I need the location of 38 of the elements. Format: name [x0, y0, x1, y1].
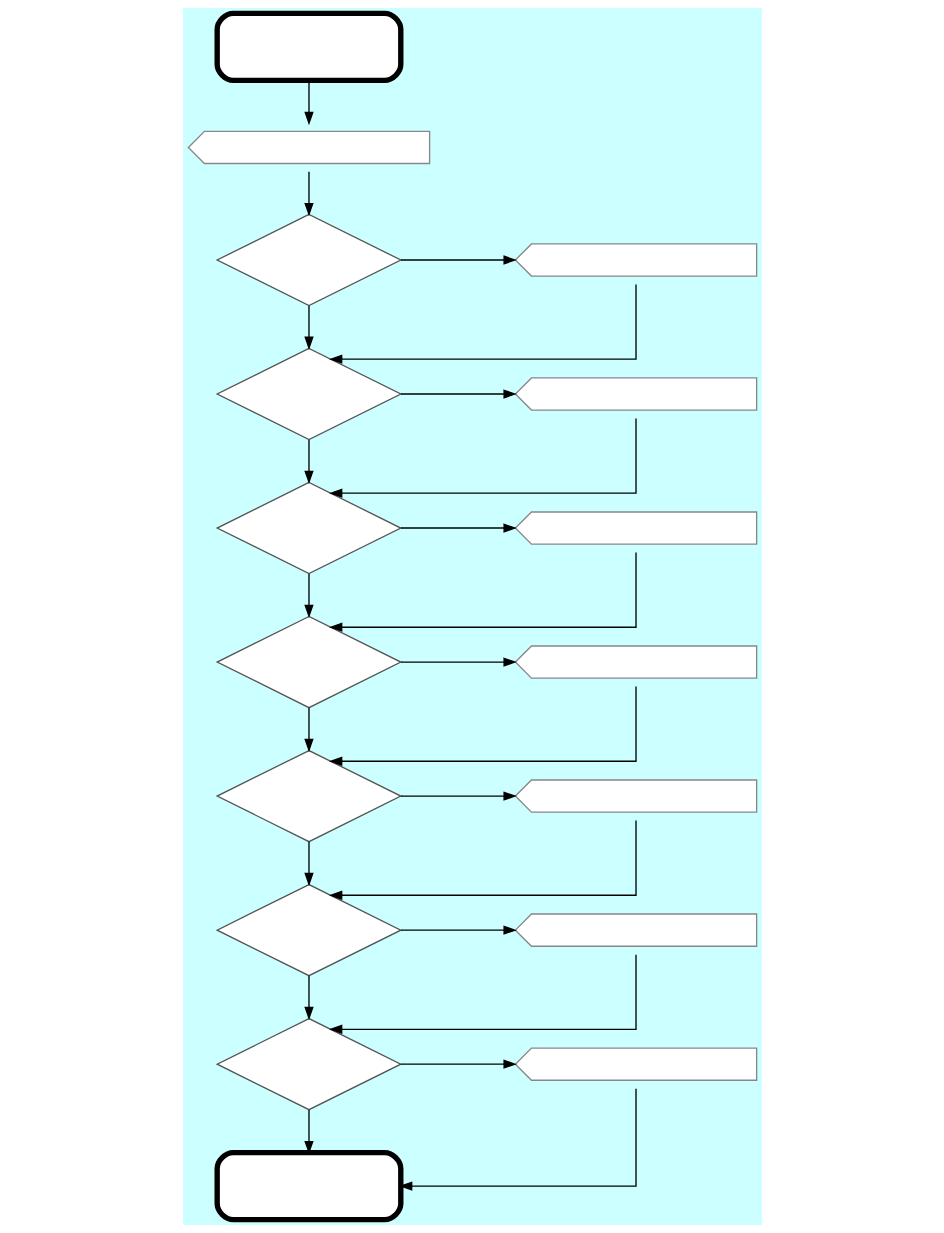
node-pentagon	[186, 130, 430, 165]
node-diamond	[215, 749, 402, 843]
node-pentagon	[513, 1047, 757, 1081]
arrow	[303, 841, 314, 887]
node-pentagon	[513, 779, 757, 813]
arrow	[303, 707, 314, 753]
arrow	[328, 685, 637, 766]
arrow	[328, 283, 637, 364]
node-box	[214, 1149, 403, 1223]
node-diamond	[215, 481, 402, 575]
arrow	[399, 255, 517, 265]
node-pentagon	[513, 645, 757, 679]
arrow	[399, 523, 517, 533]
arrow	[303, 975, 314, 1021]
arrow	[303, 439, 314, 485]
node-diamond	[215, 615, 402, 709]
arrow	[399, 657, 517, 667]
node-diamond	[215, 1017, 402, 1111]
arrow	[303, 305, 314, 351]
node-pentagon	[513, 913, 757, 947]
arrow	[328, 551, 637, 632]
node-box	[214, 10, 403, 84]
arrow	[303, 171, 314, 217]
node-pentagon	[513, 511, 757, 545]
node-pentagon	[513, 377, 757, 411]
arrow	[399, 1059, 517, 1069]
arrow	[399, 791, 517, 801]
node-pentagon	[513, 243, 757, 277]
node-diamond	[215, 883, 402, 977]
arrow	[328, 417, 637, 498]
arrow	[328, 953, 637, 1034]
arrow	[303, 80, 314, 126]
node-diamond	[215, 213, 402, 307]
arrow	[399, 389, 517, 399]
arrow	[303, 573, 314, 619]
node-diamond	[215, 347, 402, 441]
arrow	[399, 925, 517, 935]
arrow	[328, 819, 637, 900]
